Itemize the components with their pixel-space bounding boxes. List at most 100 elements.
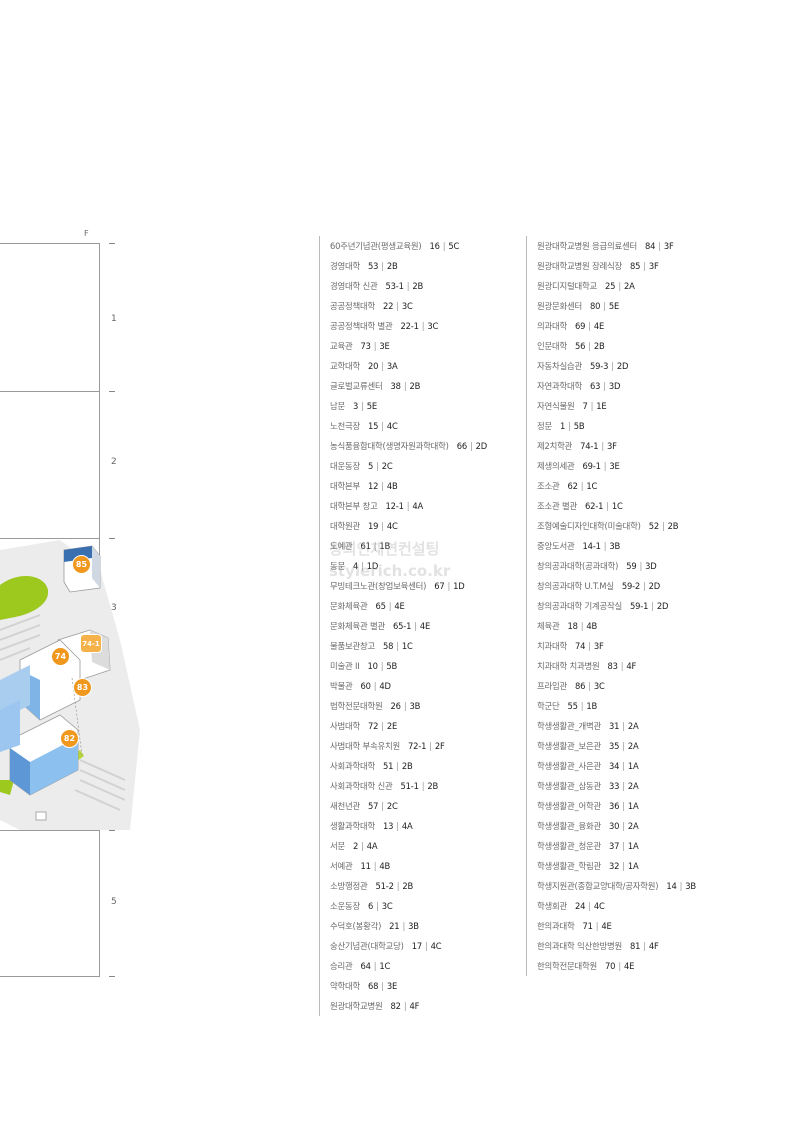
grid-reference: 2D xyxy=(656,601,669,611)
building-name: 한의과대학 xyxy=(537,921,575,931)
index-entry[interactable]: 무빙테크노관(창업보육센터)67|1D xyxy=(319,576,487,596)
index-entry[interactable]: 학생지원관(종합교양대학/공자학원)14|3B xyxy=(526,876,696,896)
index-entry[interactable]: 농식품융합대학(생명자원과학대학)66|2D xyxy=(319,436,487,456)
index-entry[interactable]: 조형예술디자인대학(미술대학)52|2B xyxy=(526,516,696,536)
grid-reference: 1A xyxy=(627,761,639,771)
grid-reference: 5B xyxy=(386,661,398,671)
building-code: 66|2D xyxy=(457,441,487,451)
separator: | xyxy=(601,441,604,451)
building-number: 24 xyxy=(575,901,586,911)
map-marker-85[interactable]: 85 xyxy=(72,555,91,574)
grid-reference: 4B xyxy=(586,621,598,631)
small-building xyxy=(35,811,47,821)
grid-reference: 2A xyxy=(627,741,639,751)
separator: | xyxy=(643,261,646,271)
map-marker-74[interactable]: 74 xyxy=(51,647,70,666)
separator: | xyxy=(381,481,384,491)
separator: | xyxy=(447,581,451,591)
building-code: 74-1|3F xyxy=(580,441,617,451)
index-entry[interactable]: 창의공과대학(공과대학)59|3D xyxy=(526,556,696,576)
separator: | xyxy=(580,481,584,491)
map-marker-82[interactable]: 82 xyxy=(60,729,79,748)
index-entry[interactable]: 숭산기념관(대학교당)17|4C xyxy=(319,936,487,956)
map-marker-74-1[interactable]: 74-1 xyxy=(80,634,102,653)
grid-reference: 2B xyxy=(401,761,413,771)
index-entry[interactable]: 수덕호(봉황각)21|3B xyxy=(319,916,487,936)
map-marker-83[interactable]: 83 xyxy=(73,678,92,697)
index-entry[interactable]: 60주년기념관(평생교육원)16|5C xyxy=(319,236,487,256)
building-code: 59-2|2D xyxy=(622,581,660,591)
grid-reference: 2A xyxy=(623,281,635,291)
building-name: 자연과학대학 xyxy=(537,381,583,391)
